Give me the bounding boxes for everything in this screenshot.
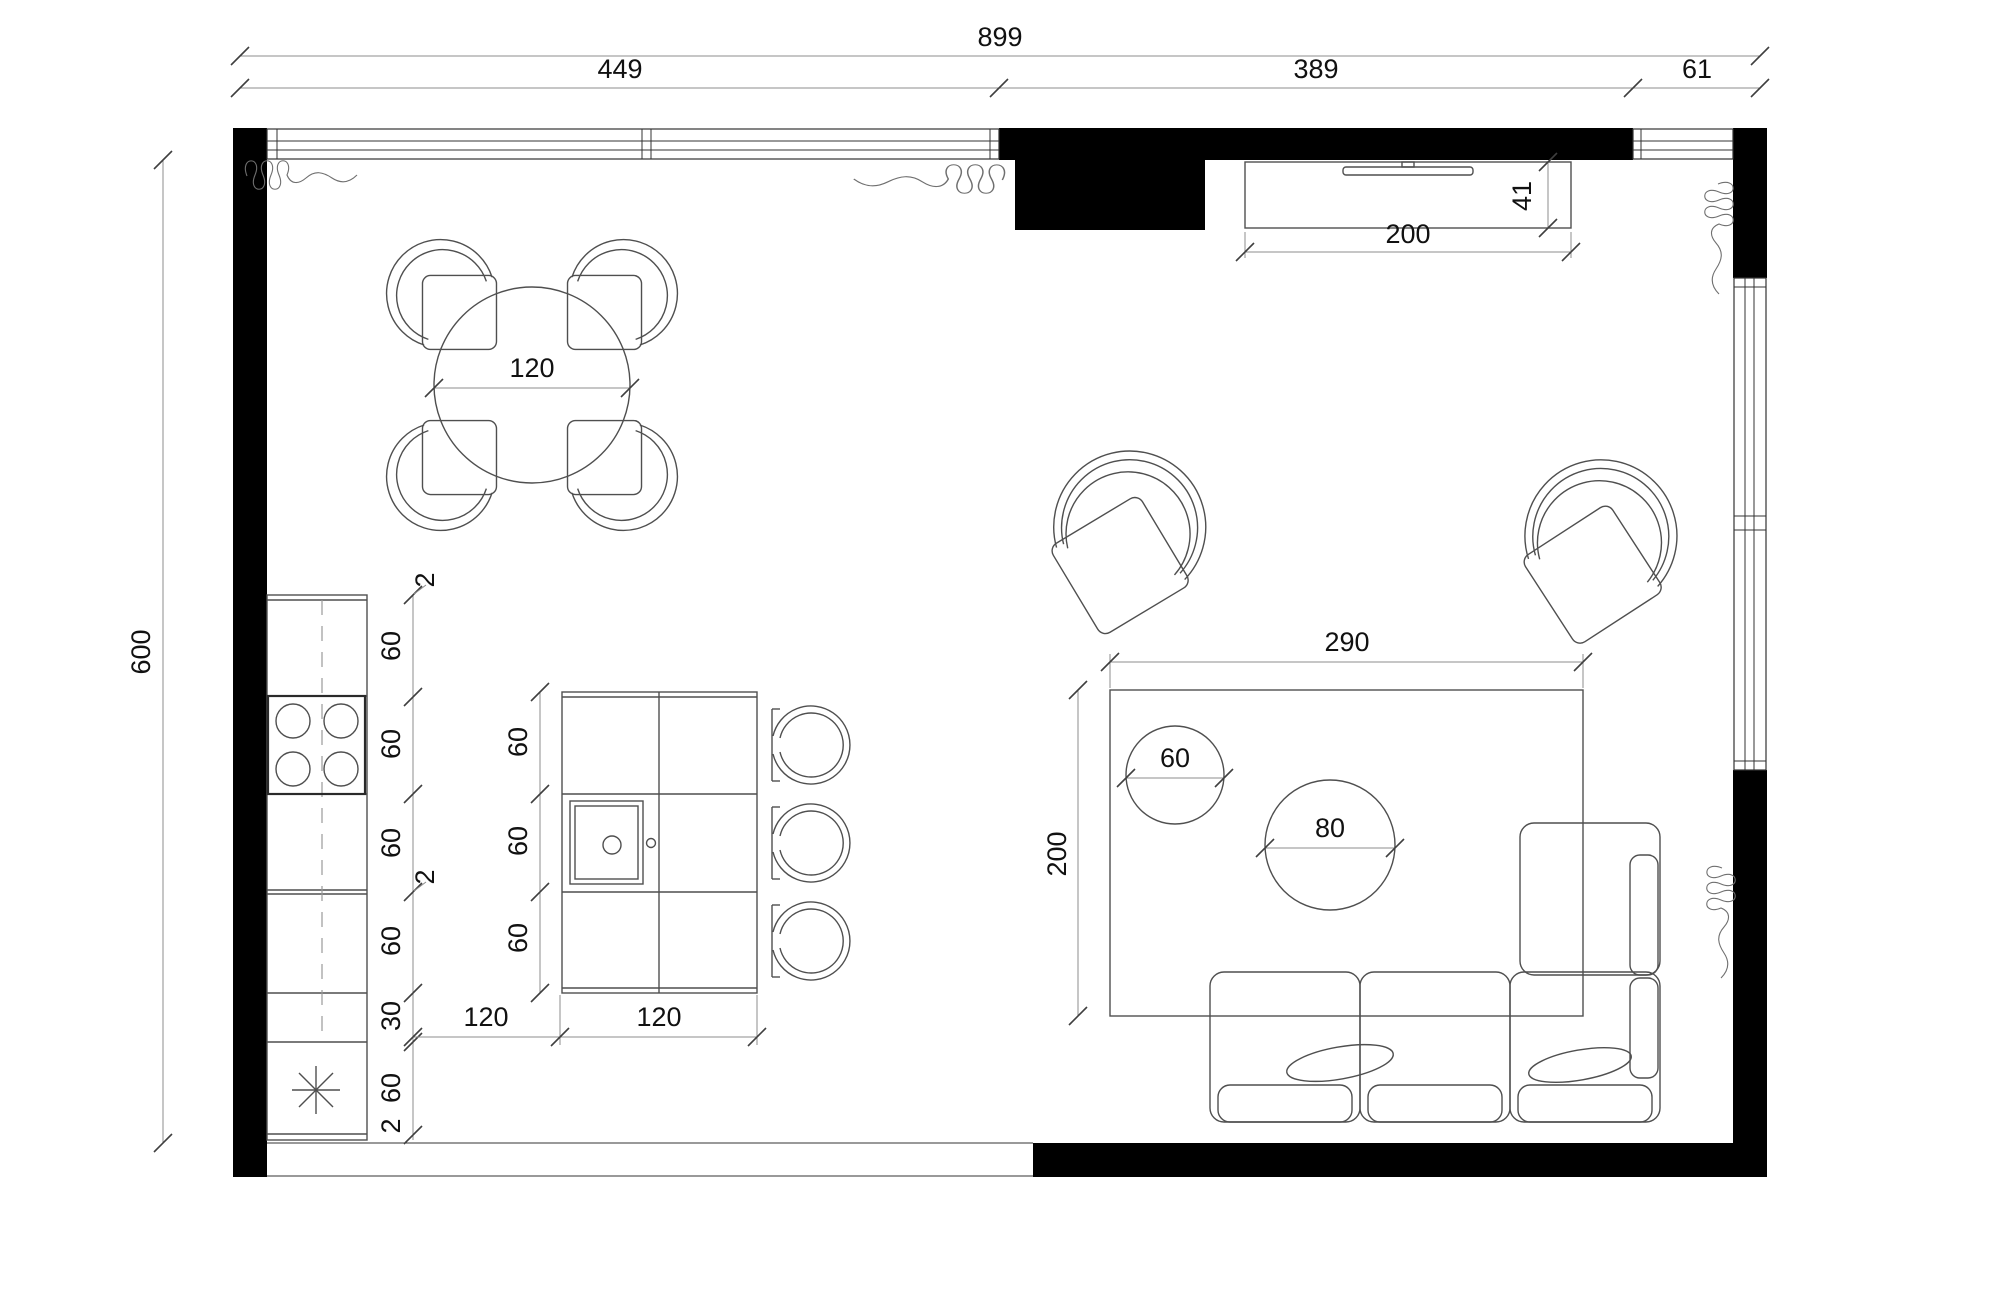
svg-text:2: 2 [410, 572, 440, 587]
walls [233, 128, 1767, 1177]
armchair-left [1027, 434, 1223, 656]
svg-text:60: 60 [376, 828, 406, 858]
svg-text:60: 60 [503, 727, 533, 757]
wall-right-lower [1733, 770, 1767, 1177]
dim-wall-mid: 389 [1293, 54, 1338, 84]
armchair-right [1502, 444, 1692, 664]
dining-chair-ne [528, 216, 701, 389]
dim-aisle: 120 [463, 1002, 508, 1032]
dim-tv-depth: 41 [1507, 181, 1537, 211]
sofa-chaise [1519, 822, 1661, 976]
dim-tv-width: 200 [1385, 219, 1430, 249]
window-right-wall [1733, 277, 1767, 771]
kitchen-dim-chain: 2 60 60 60 2 60 30 60 2 [376, 572, 440, 1145]
dim-table-diameter: 120 [509, 353, 554, 383]
kitchen-island [561, 691, 851, 994]
appliance-star-icon [292, 1066, 340, 1114]
wall-bottom-solid [1033, 1143, 1733, 1177]
bar-stool-3 [771, 901, 851, 981]
curtains [244, 160, 1736, 979]
wall-left [233, 128, 267, 1177]
svg-text:2: 2 [376, 1118, 406, 1133]
svg-text:60: 60 [503, 826, 533, 856]
tv-stand [1401, 161, 1415, 168]
dim-coffee-table: 80 [1315, 813, 1345, 843]
dim-overall-height: 600 [126, 629, 156, 674]
window-top-left [266, 128, 1000, 160]
svg-text:60: 60 [503, 923, 533, 953]
dining-chair-se [528, 381, 701, 554]
curtain-top-mid-icon [853, 164, 1006, 194]
cooktop [266, 694, 367, 796]
svg-text:60: 60 [376, 926, 406, 956]
side-table [1125, 725, 1225, 825]
dim-window-left: 449 [597, 54, 642, 84]
dining-table [433, 286, 631, 484]
sectional-sofa [1209, 822, 1661, 1123]
island-sink [569, 800, 657, 885]
bar-stool-2 [771, 803, 851, 883]
sofa-pillow-1 [1286, 1043, 1394, 1083]
svg-text:60: 60 [376, 631, 406, 661]
dim-overall-width: 899 [977, 22, 1022, 52]
coffee-table [1264, 779, 1396, 911]
dim-island-width: 120 [636, 1002, 681, 1032]
window-top-right [1632, 128, 1734, 160]
svg-text:60: 60 [376, 1073, 406, 1103]
dining-chair-sw [363, 381, 536, 554]
rug [1109, 689, 1584, 1017]
tv-unit [1244, 161, 1572, 229]
curtain-right-upper-icon [1704, 181, 1734, 295]
bar-stool-1 [771, 705, 851, 785]
tv-screen [1342, 166, 1474, 176]
svg-text:60: 60 [376, 729, 406, 759]
sofa-pillow-2 [1528, 1046, 1632, 1084]
windows [266, 128, 1767, 771]
dining-set [363, 216, 701, 554]
dim-side-table: 60 [1160, 743, 1190, 773]
wall-top-solid [999, 128, 1633, 160]
dim-window-right: 61 [1682, 54, 1712, 84]
dimensions: 899 449 389 61 600 120 200 41 290 200 [126, 22, 1770, 1153]
kitchen-counter [266, 594, 368, 1141]
dim-rug-depth: 200 [1042, 831, 1072, 876]
wall-right-upper [1733, 128, 1767, 278]
dim-rug-width: 290 [1324, 627, 1369, 657]
svg-text:30: 30 [376, 1001, 406, 1031]
svg-text:2: 2 [410, 869, 440, 884]
island-dim-chain: 60 60 60 [503, 682, 550, 1003]
curtain-right-lower-icon [1706, 865, 1736, 979]
chimney-block [1015, 160, 1205, 230]
living-area [1027, 434, 1692, 1123]
